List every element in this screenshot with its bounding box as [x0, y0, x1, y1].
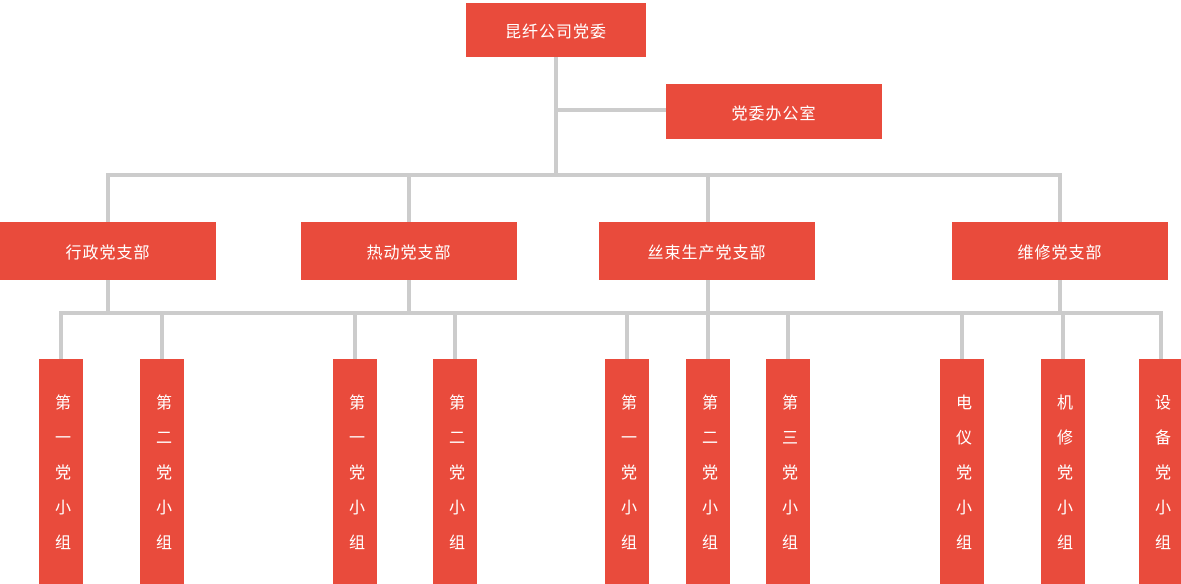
connector-drop-child	[786, 311, 790, 359]
connector-drop-child	[353, 311, 357, 359]
connector-stub-branch-4	[1058, 280, 1062, 315]
connector-drop-branch-2	[407, 173, 411, 222]
org-node-branch-thermal: 热动党支部	[301, 222, 517, 280]
connector-stub-branch-2	[407, 280, 411, 315]
connector-stub-branch-3	[706, 280, 710, 315]
org-node-group-label: 第三党小组	[779, 393, 798, 569]
connector-level2-horizontal	[106, 173, 1062, 177]
org-node-group: 第二党小组	[433, 359, 477, 584]
org-node-group: 机修党小组	[1041, 359, 1085, 584]
connector-drop-branch-1	[106, 173, 110, 222]
connector-stub-branch-1	[106, 280, 110, 315]
org-node-branch-admin: 行政党支部	[0, 222, 216, 280]
connector-root-vertical	[554, 57, 558, 177]
org-node-group-label: 第二党小组	[153, 393, 172, 569]
org-node-group-label: 第二党小组	[446, 393, 465, 569]
connector-drop-branch-4	[1058, 173, 1062, 222]
org-node-branch-tow-production: 丝束生产党支部	[599, 222, 815, 280]
org-node-group: 第一党小组	[333, 359, 377, 584]
org-node-group-label: 第一党小组	[52, 393, 71, 569]
org-node-group: 第一党小组	[39, 359, 83, 584]
connector-drop-child	[706, 311, 710, 359]
org-node-group: 第二党小组	[686, 359, 730, 584]
org-node-group: 第三党小组	[766, 359, 810, 584]
connector-drop-child	[160, 311, 164, 359]
org-node-branch-maintenance: 维修党支部	[952, 222, 1168, 280]
org-node-office: 党委办公室	[666, 84, 882, 139]
connector-office-horizontal	[556, 108, 666, 112]
connector-level3-horizontal	[59, 311, 1163, 315]
org-node-group: 电仪党小组	[940, 359, 984, 584]
connector-drop-child	[960, 311, 964, 359]
org-node-root: 昆纤公司党委	[466, 3, 646, 57]
connector-drop-child	[625, 311, 629, 359]
org-node-group-label: 电仪党小组	[953, 393, 972, 569]
connector-drop-child	[1159, 311, 1163, 359]
connector-drop-child	[1061, 311, 1065, 359]
org-node-group-label: 第一党小组	[618, 393, 637, 569]
connector-drop-branch-3	[706, 173, 710, 222]
connector-drop-child	[453, 311, 457, 359]
org-node-group-label: 第二党小组	[699, 393, 718, 569]
org-node-group: 设备党小组	[1139, 359, 1181, 584]
org-node-group-label: 设备党小组	[1152, 393, 1171, 569]
connector-drop-child	[59, 311, 63, 359]
org-node-group-label: 机修党小组	[1054, 393, 1073, 569]
org-node-group: 第二党小组	[140, 359, 184, 584]
org-node-group-label: 第一党小组	[346, 393, 365, 569]
org-node-group: 第一党小组	[605, 359, 649, 584]
